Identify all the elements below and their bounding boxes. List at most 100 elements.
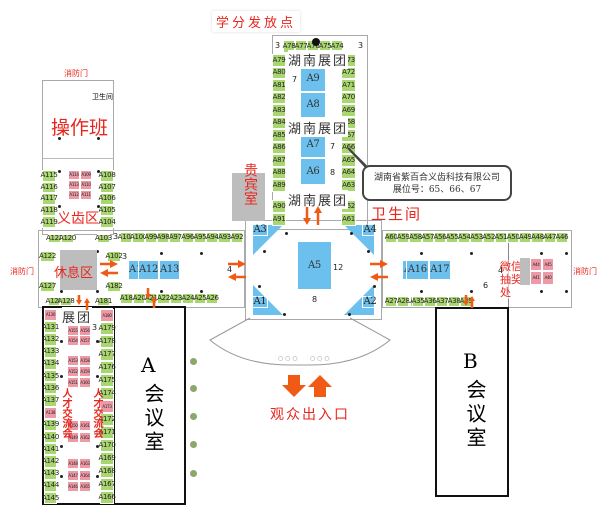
booth-A129[interactable]: A129 (45, 297, 63, 306)
booth-A104[interactable]: A104 (99, 216, 116, 228)
booth-A160[interactable]: A160 (79, 377, 91, 388)
booth-A169[interactable]: A169 (99, 452, 116, 465)
booth-A51[interactable]: A51 (494, 232, 508, 243)
booth-A46[interactable]: A46 (555, 232, 569, 243)
booth-A162[interactable]: A162 (79, 432, 91, 443)
booth-A109[interactable]: A109 (80, 170, 92, 180)
booth-A61[interactable]: A61 (341, 213, 356, 226)
booth-A96[interactable]: A96 (181, 232, 195, 243)
booth-A81[interactable]: A81 (272, 79, 286, 92)
booth-A69[interactable]: A69 (341, 104, 356, 117)
booth-A84[interactable]: A84 (272, 116, 286, 129)
booth-A41[interactable]: A41 (530, 271, 542, 285)
booth-A93[interactable]: A93 (218, 232, 231, 243)
booth-A150[interactable]: A150 (67, 420, 79, 431)
booth-A172[interactable]: A172 (99, 413, 116, 426)
booth-A145[interactable]: A145 (42, 492, 59, 505)
booth-A65[interactable]: A65 (341, 154, 356, 167)
booth-A80[interactable]: A80 (272, 66, 286, 79)
booth-A94[interactable]: A94 (205, 232, 219, 243)
booth-A158[interactable]: A158 (79, 355, 91, 366)
booth-A136[interactable]: A136 (42, 382, 59, 395)
booth-A118[interactable]: A118 (41, 204, 58, 217)
booth-A113[interactable]: A113 (68, 180, 80, 190)
booth-A110[interactable]: A110 (80, 180, 92, 190)
booth-A90[interactable]: A90 (272, 200, 286, 213)
booth-A36[interactable]: A36 (423, 296, 437, 307)
booth-A18[interactable]: A18 (119, 293, 133, 304)
booth-A111[interactable]: A111 (80, 190, 92, 200)
booth-A28[interactable]: A28 (396, 296, 410, 307)
booth-A131[interactable]: A131 (42, 321, 59, 334)
booth-A121[interactable]: A121 (46, 234, 63, 243)
booth-A95[interactable]: A95 (193, 232, 207, 243)
booth-A12[interactable]: A12 (138, 260, 159, 280)
booth-A78[interactable]: A78 (283, 40, 296, 53)
booth-A63[interactable]: A63 (341, 179, 356, 192)
booth-A182[interactable]: A182 (105, 281, 123, 292)
rest-area[interactable] (60, 250, 97, 290)
booth-A116[interactable]: A116 (41, 181, 58, 194)
booth-A55[interactable]: A55 (445, 232, 459, 243)
booth-A101[interactable]: A101 (117, 232, 135, 243)
booth-A178[interactable]: A178 (99, 335, 116, 348)
booth-A6[interactable]: A6 (300, 158, 326, 185)
booth-A132[interactable]: A132 (42, 333, 59, 346)
booth-A148[interactable]: A148 (67, 458, 79, 469)
booth-A143[interactable]: A143 (42, 467, 59, 480)
booth-A5[interactable]: A5 (297, 241, 332, 290)
booth-A82[interactable]: A82 (272, 91, 286, 104)
booth-A71[interactable]: A71 (341, 79, 356, 92)
booth-A44[interactable]: A44 (530, 258, 542, 271)
booth-A37[interactable]: A37 (435, 296, 449, 307)
booth-A147[interactable]: A147 (67, 470, 79, 481)
booth-A175[interactable]: A175 (99, 374, 116, 387)
booth-A152[interactable]: A152 (67, 366, 79, 377)
booth-A50[interactable]: A50 (506, 232, 520, 243)
booth-A112[interactable]: A112 (68, 190, 80, 200)
booth-A140[interactable]: A140 (42, 431, 59, 444)
booth-A108[interactable]: A108 (99, 170, 116, 182)
booth-A27[interactable]: A27 (384, 296, 398, 307)
meeting-room-b[interactable]: B 会议室 (435, 307, 509, 497)
booth-A25[interactable]: A25 (193, 293, 207, 304)
booth-A146[interactable]: A146 (67, 481, 79, 492)
booth-A56[interactable]: A56 (433, 232, 447, 243)
booth-A133[interactable]: A133 (42, 345, 59, 358)
booth-A168[interactable]: A168 (99, 465, 116, 478)
booth-A135[interactable]: A135 (42, 370, 59, 383)
booth-A87[interactable]: A87 (272, 154, 286, 167)
booth-A59[interactable]: A59 (396, 232, 410, 243)
vip-room[interactable] (232, 173, 265, 221)
booth-A181[interactable]: A181 (95, 297, 112, 306)
booth-A64[interactable]: A64 (341, 166, 356, 179)
booth-A20[interactable]: A20 (132, 293, 146, 304)
booth-A138[interactable]: A138 (44, 406, 57, 419)
booth-A105[interactable]: A105 (99, 204, 116, 217)
booth-A48[interactable]: A48 (531, 232, 544, 243)
booth-A3[interactable]: A3 (252, 224, 268, 236)
booth-A173[interactable]: A173 (100, 400, 114, 413)
booth-A127[interactable]: A127 (39, 281, 56, 292)
booth-A89[interactable]: A89 (272, 179, 286, 192)
booth-A130[interactable]: A130 (44, 309, 57, 322)
booth-A106[interactable]: A106 (99, 193, 116, 205)
booth-A26[interactable]: A26 (205, 293, 219, 304)
booth-A83[interactable]: A83 (272, 104, 286, 117)
booth-A180[interactable]: A180 (100, 309, 114, 322)
booth-A8[interactable]: A8 (300, 92, 326, 118)
booth-A4[interactable]: A4 (362, 224, 378, 236)
booth-A179[interactable]: A179 (99, 322, 116, 335)
booth-A142[interactable]: A142 (42, 455, 59, 468)
booth-A85[interactable]: A85 (272, 129, 286, 142)
booth-A163[interactable]: A163 (79, 458, 91, 469)
booth-A107[interactable]: A107 (99, 181, 116, 194)
booth-A144[interactable]: A144 (42, 479, 59, 492)
booth-A58[interactable]: A58 (409, 232, 422, 243)
booth-A151[interactable]: A151 (67, 377, 79, 388)
booth-A9[interactable]: A9 (300, 65, 326, 92)
booth-A128[interactable]: A128 (57, 297, 75, 306)
booth-A45[interactable]: A45 (542, 258, 554, 271)
booth-A91[interactable]: A91 (272, 213, 286, 226)
booth-A165[interactable]: A165 (79, 481, 91, 492)
